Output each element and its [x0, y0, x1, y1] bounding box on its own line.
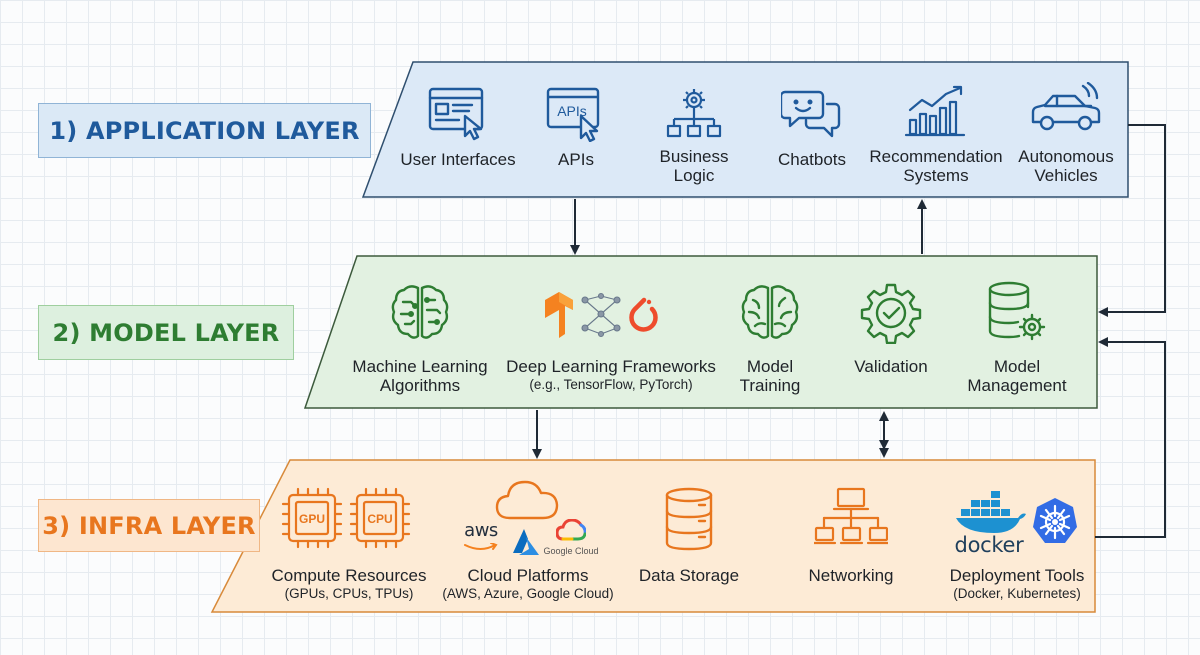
- cpu-chip-text: CPU: [367, 512, 392, 526]
- database-gear-icon: [988, 281, 1046, 341]
- ml-algorithms-label-line1: Machine Learning: [352, 357, 488, 376]
- browser-click-icon: [428, 87, 484, 141]
- cloud-label: Cloud Platforms: [467, 566, 589, 585]
- deployment-sub: (Docker, Kubernetes): [953, 586, 1081, 601]
- ml-algorithms-label-line2: Algorithms: [379, 376, 461, 395]
- infra-item-cloud: Cloud Platforms (AWS, Azure, Google Clou…: [442, 566, 613, 602]
- compute-sub: (GPUs, CPUs, TPUs): [284, 586, 414, 601]
- apis-label: APIs: [558, 150, 594, 169]
- model-item-validation: Validation: [854, 357, 927, 376]
- autonomous-label-line1: Autonomous: [1018, 147, 1114, 166]
- recommendation-label-line1: Recommendation: [869, 147, 1003, 166]
- model-item-ml-algorithms: Machine Learning Algorithms: [352, 357, 487, 395]
- chatbots-label: Chatbots: [777, 150, 847, 169]
- tensorflow-logo-icon: [545, 292, 573, 338]
- recommendation-label-line2: Systems: [903, 166, 969, 185]
- model-layer-title: 2) MODEL LAYER: [38, 305, 294, 360]
- brain-circuit-icon: [391, 285, 449, 339]
- gpu-chip-text: GPU: [299, 512, 325, 526]
- validation-label: Validation: [854, 357, 928, 376]
- infra-layer-title: 3) INFRA LAYER: [38, 499, 260, 552]
- google-cloud-logo-icon: [556, 519, 586, 541]
- application-layer-band: [361, 61, 1129, 198]
- aws-logo-icon: aws: [464, 520, 498, 541]
- networking-label: Networking: [808, 566, 894, 585]
- application-layer-title: 1) APPLICATION LAYER: [38, 103, 371, 158]
- azure-logo-icon: [513, 529, 539, 555]
- dl-frameworks-label: Deep Learning Frameworks: [506, 357, 716, 376]
- pytorch-logo-icon: [629, 297, 658, 332]
- api-window-text: APIs: [557, 103, 587, 119]
- gear-check-icon: [860, 283, 922, 344]
- feedback-infra-to-model: [1095, 337, 1166, 538]
- storage-label: Data Storage: [638, 566, 740, 585]
- app-item-chatbots: Chatbots: [778, 150, 846, 169]
- infra-layer-band: [210, 459, 1096, 613]
- model-item-management: Model Management: [967, 357, 1066, 395]
- business-logic-label-line1: Business: [659, 147, 729, 166]
- management-label-line2: Management: [967, 376, 1067, 395]
- app-item-apis: APIs: [558, 150, 594, 169]
- api-window-icon: APIs: [546, 87, 600, 142]
- model-item-training: Model Training: [740, 357, 801, 395]
- feedback-app-to-model: [1098, 124, 1166, 317]
- docker-whale-icon: [956, 491, 1026, 533]
- database-icon: [665, 487, 713, 551]
- compute-label: Compute Resources: [271, 566, 427, 585]
- dl-frameworks-sub: (e.g., TensorFlow, PyTorch): [529, 377, 693, 392]
- infra-item-storage: Data Storage: [639, 566, 739, 585]
- chat-bubbles-icon: [781, 90, 841, 138]
- management-label-line1: Model: [993, 357, 1041, 376]
- model-item-dl-frameworks: Deep Learning Frameworks (e.g., TensorFl…: [506, 357, 716, 393]
- neural-network-icon: [581, 292, 621, 338]
- app-item-user-interfaces: User Interfaces: [400, 150, 515, 169]
- chip-icon: GPU CPU: [281, 487, 411, 549]
- connected-car-icon: [1031, 82, 1101, 131]
- brain-icon: [741, 285, 799, 339]
- aws-smile-icon: [464, 543, 498, 550]
- training-label-line2: Training: [739, 376, 801, 395]
- infra-item-networking: Networking: [808, 566, 893, 585]
- kubernetes-logo-icon: [1033, 498, 1077, 543]
- docker-logo-text: docker: [954, 533, 1024, 557]
- cloud-sub: (AWS, Azure, Google Cloud): [442, 586, 614, 601]
- infra-item-deployment: Deployment Tools (Docker, Kubernetes): [950, 566, 1085, 602]
- user-interfaces-label: User Interfaces: [400, 150, 516, 169]
- infra-item-compute: Compute Resources (GPUs, CPUs, TPUs): [272, 566, 427, 602]
- deployment-label: Deployment Tools: [949, 566, 1085, 585]
- training-label-line1: Model: [746, 357, 794, 376]
- app-item-autonomous-vehicles: Autonomous Vehicles: [1018, 147, 1113, 185]
- cloud-icon: [495, 480, 559, 520]
- app-item-business-logic: Business Logic: [660, 147, 729, 185]
- gear-hierarchy-icon: [666, 89, 722, 138]
- autonomous-label-line2: Vehicles: [1034, 166, 1098, 185]
- google-cloud-text: Google Cloud: [543, 546, 599, 556]
- network-icon: [814, 487, 888, 545]
- growth-chart-icon: [904, 85, 966, 137]
- business-logic-label-line2: Logic: [673, 166, 715, 185]
- framework-logos-icon: [545, 292, 658, 338]
- app-item-recommendation-systems: Recommendation Systems: [869, 147, 1002, 185]
